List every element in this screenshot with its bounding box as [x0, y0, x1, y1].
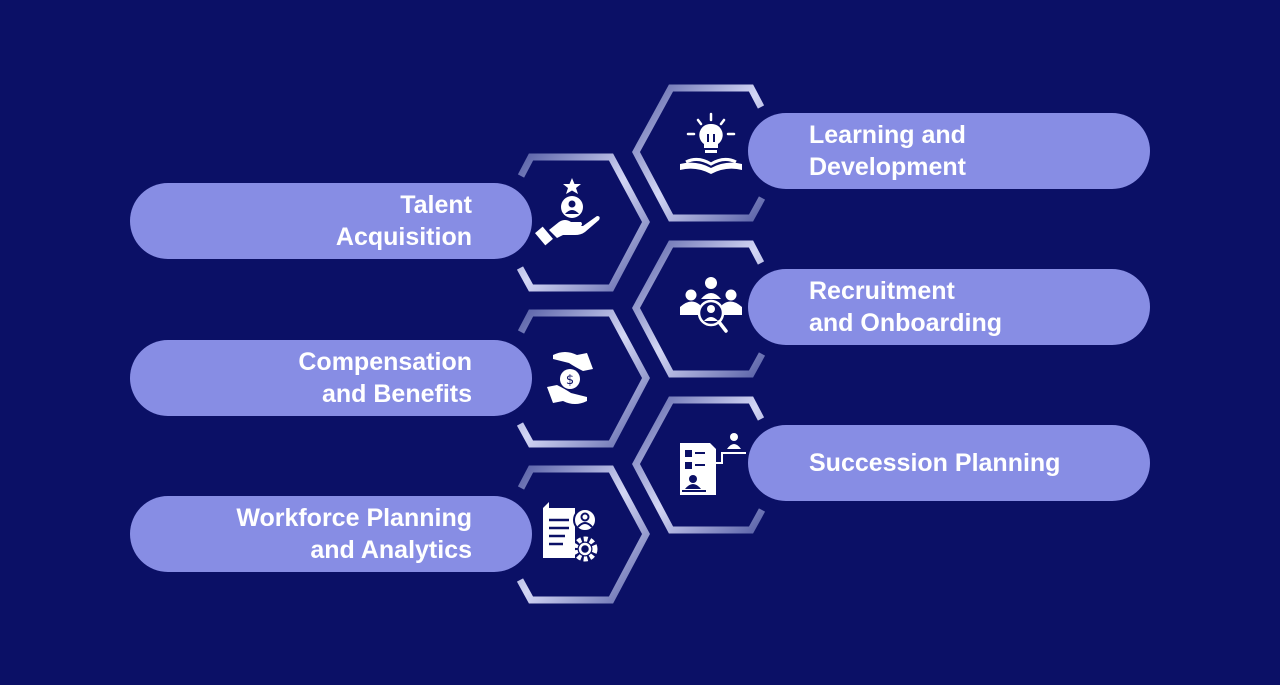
svg-text:$: $ — [566, 373, 574, 388]
item-compensation-benefits: Compensation and Benefits — [130, 340, 532, 416]
hex-frame-learning — [632, 84, 766, 222]
label-succession-planning: Succession Planning — [809, 449, 1061, 477]
hex-frame-talent — [516, 153, 650, 292]
item-workforce-planning: Workforce Planning and Analytics — [130, 496, 532, 572]
hand-person-star-icon — [535, 178, 600, 246]
hex-frame-recruitment — [632, 240, 766, 378]
label-talent-acquisition: Talent Acquisition — [335, 191, 472, 251]
item-succession-planning: Succession Planning — [748, 425, 1150, 501]
checklist-person-stairs-icon — [680, 433, 746, 495]
hands-dollar-icon: $ — [547, 352, 593, 404]
item-learning-development: Learning and Development — [748, 113, 1150, 189]
item-recruitment-onboarding: Recruitment and Onboarding — [748, 269, 1150, 345]
label-learning-development: Learning and Development — [809, 121, 966, 181]
hex-frame-workforce — [516, 465, 650, 604]
item-talent-acquisition: Talent Acquisition — [130, 183, 532, 259]
lightbulb-book-icon — [680, 112, 742, 174]
hex-frame-succession — [632, 396, 766, 534]
document-person-gear-icon — [543, 502, 598, 562]
label-workforce-planning: Workforce Planning and Analytics — [236, 504, 472, 564]
hex-frame-compensation — [516, 309, 650, 448]
label-compensation-benefits: Compensation and Benefits — [298, 348, 472, 408]
people-magnifier-icon — [680, 277, 742, 333]
label-recruitment-onboarding: Recruitment and Onboarding — [809, 277, 1003, 337]
